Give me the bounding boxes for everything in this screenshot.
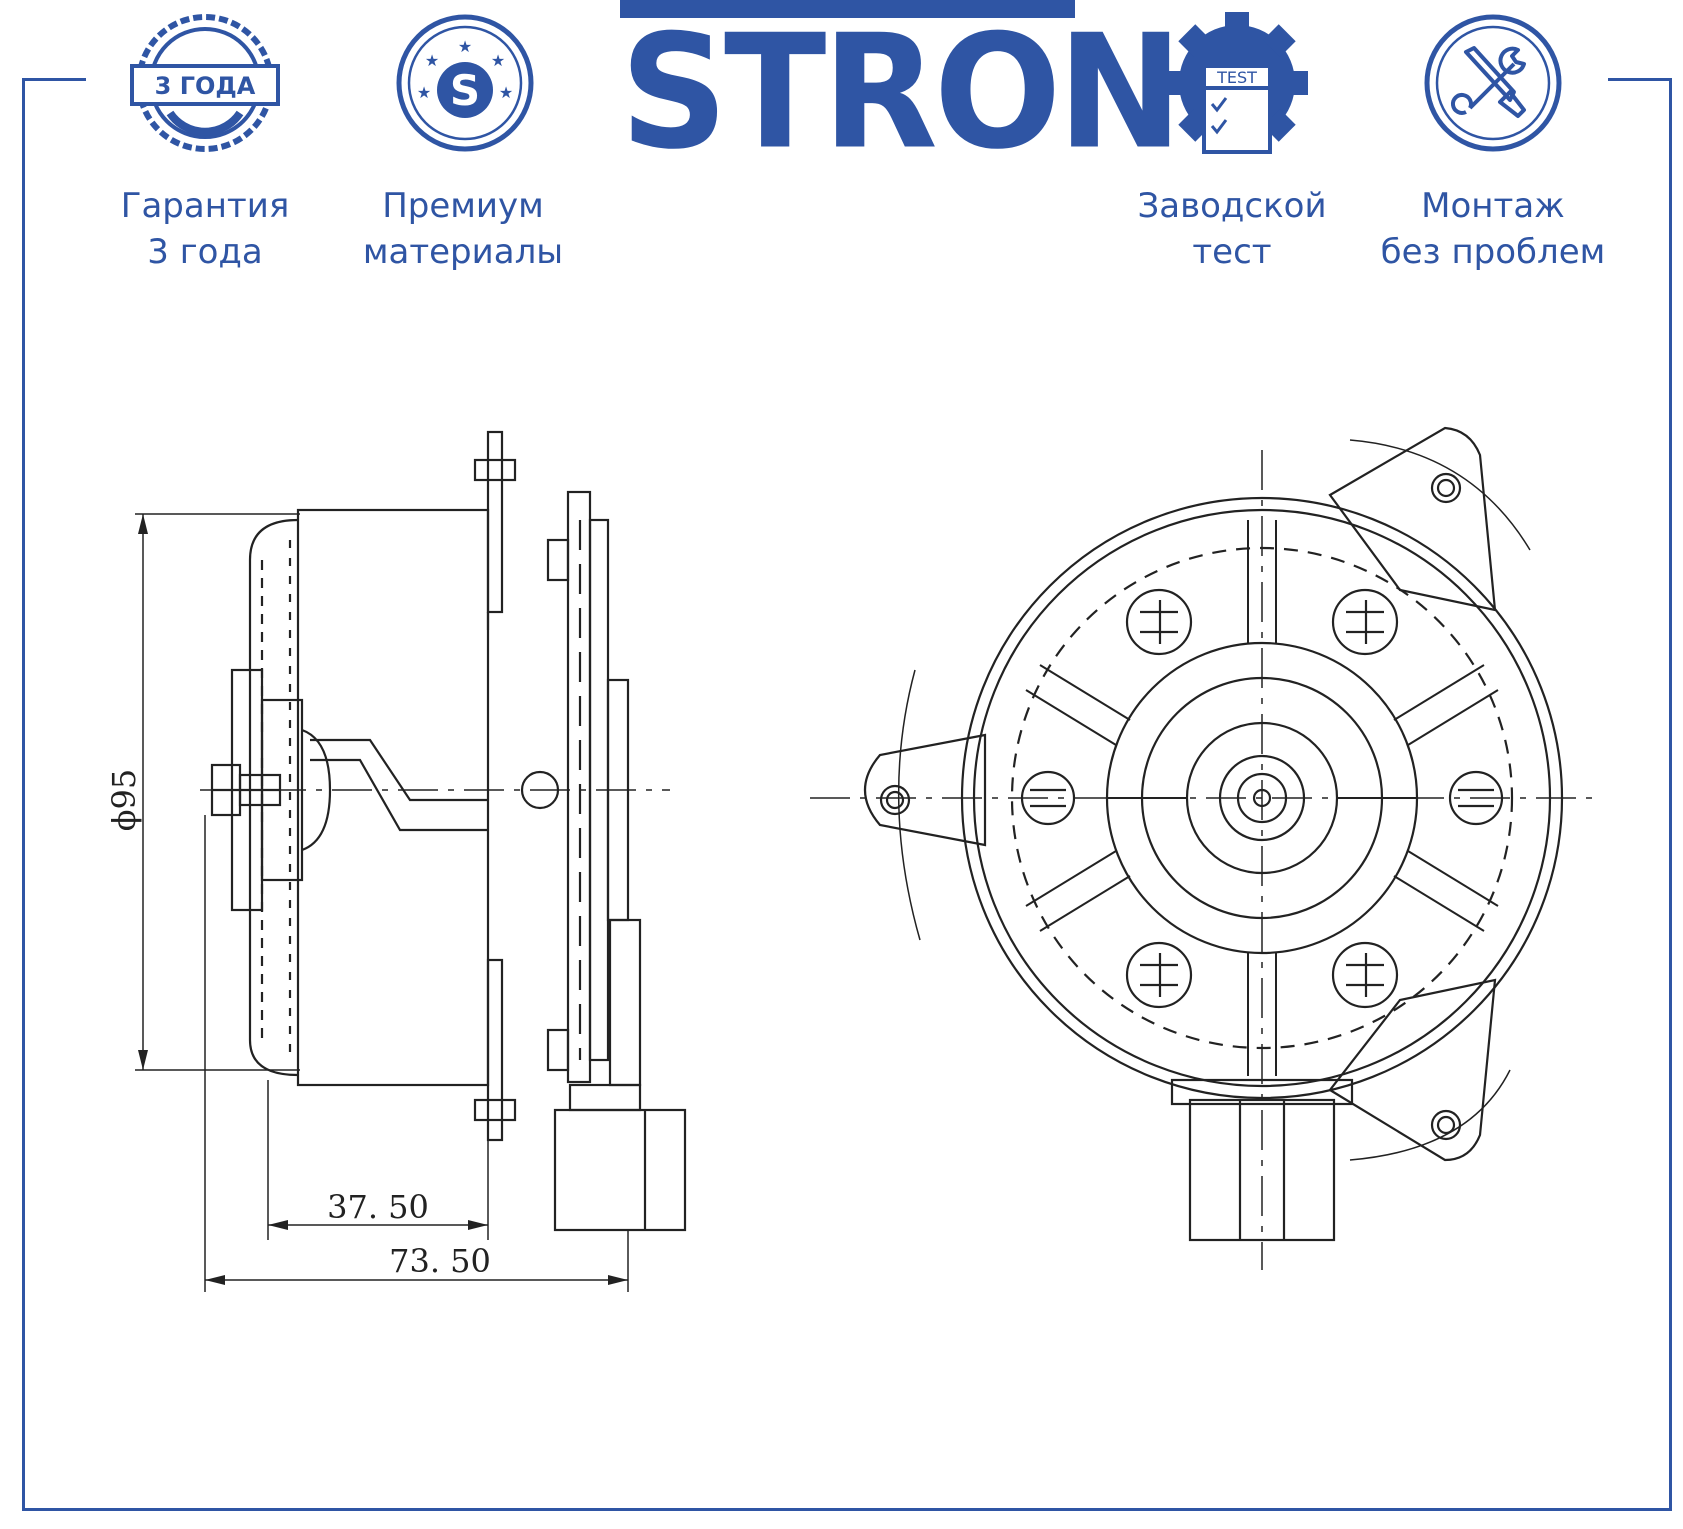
- badge-premium: S ★ ★ ★ ★ ★: [385, 8, 545, 158]
- technical-drawing: ϕ95 37. 50 73. 50: [105, 426, 1600, 1292]
- frame-top-right: [1608, 78, 1672, 81]
- caption-premium-line1: Премиум: [382, 186, 544, 226]
- caption-mounting-line2: без проблем: [1380, 232, 1606, 272]
- caption-warranty: Гарантия 3 года: [75, 183, 335, 275]
- caption-mounting: Монтаж без проблем: [1363, 183, 1623, 275]
- mount-ear-bottom: [1328, 978, 1497, 1162]
- dimension-short-length: 37. 50: [327, 1188, 429, 1226]
- mount-ear-top: [1328, 426, 1497, 612]
- front-view: [810, 426, 1600, 1270]
- star-s-icon: S ★ ★ ★ ★ ★: [396, 14, 534, 152]
- caption-factory-test-line1: Заводской: [1137, 186, 1327, 226]
- caption-premium-line2: материалы: [362, 232, 564, 272]
- tools-icon: [1424, 14, 1562, 152]
- frame-left: [22, 78, 25, 1511]
- caption-premium: Премиум материалы: [333, 183, 593, 275]
- bracket-lower: [486, 958, 504, 1142]
- warranty-seal-text: 3 ГОДА: [155, 72, 256, 100]
- caption-mounting-line1: Монтаж: [1421, 186, 1565, 226]
- gear-test-icon: TEST: [1166, 12, 1308, 154]
- bracket-upper: [486, 430, 504, 614]
- mount-ear-left: [863, 733, 987, 847]
- caption-warranty-line1: Гарантия: [120, 186, 290, 226]
- brand-logo: STRON: [620, 0, 1183, 172]
- warranty-seal-icon: 3 ГОДА: [130, 14, 280, 152]
- connector: [553, 1108, 687, 1232]
- badge-factory-test: TEST: [1157, 8, 1317, 158]
- premium-s-letter: S: [450, 66, 480, 115]
- dimension-diameter: ϕ95: [105, 769, 143, 832]
- caption-warranty-line2: 3 года: [147, 232, 263, 272]
- badge-warranty: 3 ГОДА: [125, 8, 285, 158]
- svg-text:★: ★: [491, 53, 505, 70]
- frame-right: [1669, 78, 1672, 1511]
- svg-text:★: ★: [425, 53, 439, 70]
- svg-text:★: ★: [458, 39, 472, 56]
- svg-text:★: ★: [499, 85, 513, 102]
- dimension-total-length: 73. 50: [389, 1242, 491, 1280]
- motor-housing: [296, 508, 490, 1087]
- frame-top-left: [22, 78, 86, 81]
- svg-text:★: ★: [417, 85, 431, 102]
- brand-name: STRON: [620, 1, 1183, 185]
- badge-mounting: [1413, 8, 1573, 158]
- frame-bottom: [22, 1508, 1672, 1511]
- caption-factory-test-line2: тест: [1192, 232, 1272, 272]
- brand-bar: [620, 0, 1075, 18]
- side-view: [135, 430, 687, 1292]
- gear-test-text: TEST: [1216, 68, 1257, 87]
- caption-factory-test: Заводской тест: [1102, 183, 1362, 275]
